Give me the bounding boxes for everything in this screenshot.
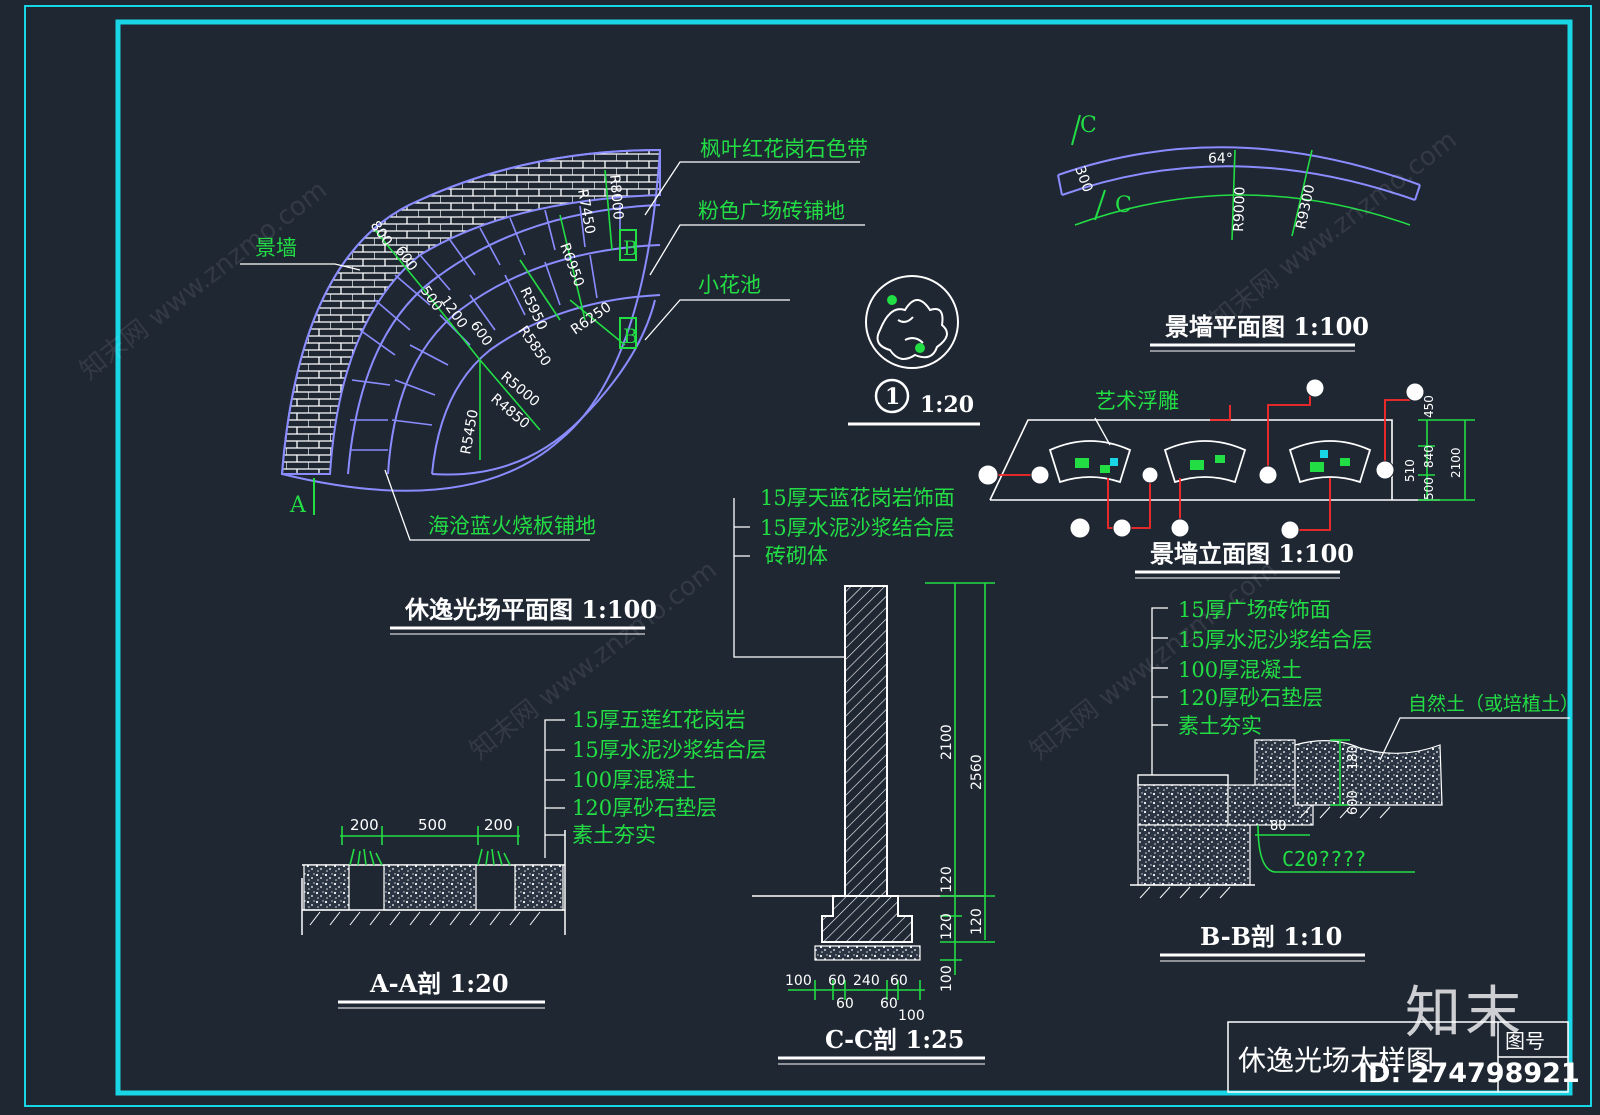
wall-elev-dim-2100: 2100 bbox=[1449, 447, 1463, 478]
wall-plan: C C 64° 300 R9000 R9300 景墙平面图 1:100 bbox=[1057, 113, 1421, 352]
bb-layer-4: 120厚砂石垫层 bbox=[1178, 686, 1323, 710]
cc-dim-h60d: 60 bbox=[880, 996, 898, 1012]
bb-concrete: C20???? bbox=[1282, 847, 1366, 871]
cc-dim-2100: 2100 bbox=[939, 724, 955, 760]
plan-dim-r7450: R7450 bbox=[574, 188, 598, 235]
section-bb: 15厚广场砖饰面 15厚水泥沙浆结合层 100厚混凝土 120厚砂石垫层 素土夯… bbox=[1130, 598, 1579, 962]
cc-layer-3: 砖砌体 bbox=[765, 544, 828, 568]
cc-dim-h60b: 60 bbox=[890, 973, 908, 989]
cc-title: C-C剖 1:25 bbox=[825, 1025, 964, 1054]
aa-title: A-A剖 1:20 bbox=[369, 969, 509, 998]
detail-scale: 1:20 bbox=[920, 392, 974, 418]
title-block-title: 休逸光场大样图 bbox=[1238, 1044, 1434, 1077]
wall-elev-dim-510: 510 bbox=[1403, 459, 1417, 482]
cc-dim-h100a: 100 bbox=[785, 973, 812, 989]
aa-dim-200a: 200 bbox=[350, 816, 379, 834]
aa-layer-5: 素土夯实 bbox=[572, 823, 656, 847]
plan-title: 休逸光场平面图 1:100 bbox=[404, 595, 657, 624]
cc-dim-h240: 240 bbox=[853, 973, 880, 989]
section-mark-a: A bbox=[289, 493, 307, 518]
section-cc: 15厚天蓝花岗岩饰面 15厚水泥沙浆结合层 砖砌体 2100 2560 120 … bbox=[733, 486, 995, 1065]
wall-plan-dim-r9300: R9300 bbox=[1293, 183, 1318, 231]
wall-plan-angle: 64° bbox=[1208, 151, 1233, 167]
cc-layer-2: 15厚水泥沙浆结合层 bbox=[760, 516, 955, 540]
aa-layer-4: 120厚砂石垫层 bbox=[572, 796, 717, 820]
wall-elev-dim-500: 500 bbox=[1422, 477, 1436, 500]
title-block: 休逸光场大样图 图号 bbox=[1227, 1021, 1569, 1093]
plan-dim-600: 600 bbox=[467, 318, 495, 349]
bb-dim-180: 180 bbox=[1346, 745, 1361, 770]
plan-dim-r8000: R8000 bbox=[606, 174, 626, 221]
cc-dim-2560: 2560 bbox=[969, 754, 985, 790]
watermark-id: ID: 274798921 bbox=[1358, 1058, 1580, 1089]
aa-dim-500: 500 bbox=[418, 816, 447, 834]
cc-dim-h100b: 100 bbox=[898, 1008, 925, 1024]
label-blue-paving: 海沧蓝火烧板铺地 bbox=[428, 514, 596, 538]
aa-layer-2: 15厚水泥沙浆结合层 bbox=[572, 738, 767, 762]
bb-layer-1: 15厚广场砖饰面 bbox=[1178, 598, 1331, 622]
wall-plan-mark-c1: C bbox=[1080, 113, 1097, 138]
outer-frame bbox=[24, 5, 1592, 1107]
bb-layer-2: 15厚水泥沙浆结合层 bbox=[1178, 628, 1373, 652]
wall-plan-dim-r9000: R9000 bbox=[1231, 186, 1249, 232]
section-aa: 200 500 200 15厚五莲红花岗岩 15厚水泥沙浆结合层 100厚混凝土… bbox=[301, 708, 767, 1009]
cc-dim-h60c: 60 bbox=[836, 996, 854, 1012]
detail-number: 1 bbox=[885, 384, 900, 410]
bb-title: B-B剖 1:10 bbox=[1200, 922, 1342, 951]
cc-layer-1: 15厚天蓝花岗岩饰面 bbox=[760, 486, 955, 510]
title-block-sheet: 图号 bbox=[1505, 1029, 1545, 1053]
label-pink-brick: 粉色广场砖铺地 bbox=[698, 199, 845, 223]
label-red-band: 枫叶红花岗石色带 bbox=[700, 137, 868, 161]
bb-soil: 自然土（或培植土） bbox=[1408, 693, 1579, 715]
cc-dim-120b: 120 bbox=[939, 913, 955, 940]
aa-layer-3: 100厚混凝土 bbox=[572, 768, 696, 792]
aa-layer-1: 15厚五莲红花岗岩 bbox=[572, 708, 746, 732]
bb-dim-600: 600 bbox=[1346, 790, 1361, 815]
bb-layer-5: 素土夯实 bbox=[1178, 714, 1262, 738]
bb-layer-3: 100厚混凝土 bbox=[1178, 658, 1302, 682]
wall-elev-dim-840: 840 bbox=[1422, 445, 1436, 468]
wall-elevation: 艺术浮雕 450 840 500 510 2100 景墙立面图 1:100 bbox=[977, 378, 1475, 579]
detail-1: 1 1:20 bbox=[848, 275, 980, 426]
wall-plan-title: 景墙平面图 1:100 bbox=[1165, 312, 1369, 341]
inner-frame bbox=[115, 19, 1573, 1096]
wall-elev-label: 艺术浮雕 bbox=[1095, 389, 1179, 413]
cc-dim-100v: 100 bbox=[939, 965, 955, 992]
wall-elev-dim-450: 450 bbox=[1422, 395, 1436, 418]
cc-dim-h60a: 60 bbox=[828, 973, 846, 989]
label-flower-pool: 小花池 bbox=[698, 273, 761, 297]
section-mark-b2: B bbox=[623, 324, 638, 348]
label-wall: 景墙 bbox=[255, 236, 297, 260]
wall-elev-title: 景墙立面图 1:100 bbox=[1150, 539, 1354, 568]
cc-dim-120a: 120 bbox=[939, 866, 955, 893]
plan-dim-r6950: R6950 bbox=[556, 241, 587, 289]
aa-dim-200b: 200 bbox=[484, 816, 513, 834]
wall-plan-mark-c2: C bbox=[1115, 193, 1132, 218]
plan-dim-r5450: R5450 bbox=[458, 408, 482, 455]
bb-dim-80: 80 bbox=[1270, 819, 1287, 834]
section-mark-b1: B bbox=[623, 236, 638, 260]
watermark-brand: 知末 bbox=[1405, 981, 1525, 1046]
cc-dim-120c: 120 bbox=[969, 908, 985, 935]
